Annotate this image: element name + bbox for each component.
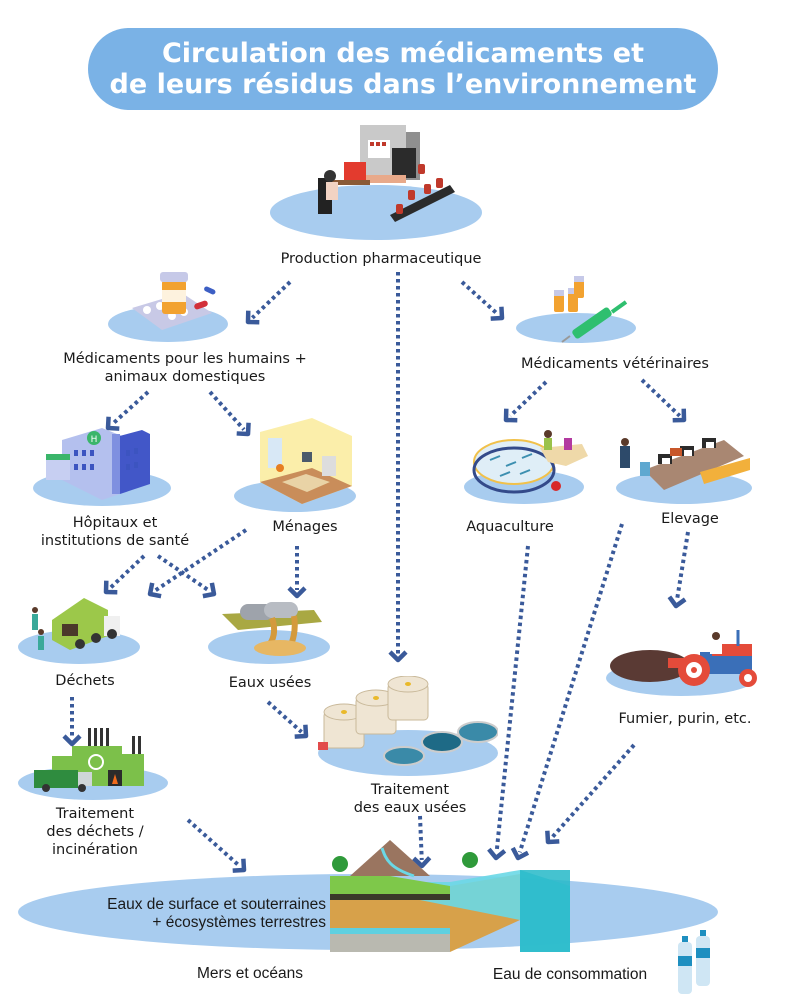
waste-treatment-line-1: Traitement <box>55 806 135 822</box>
arrow-hospitals-to-waste <box>103 554 146 595</box>
svg-text:H: H <box>91 435 98 445</box>
factory-conveyor-icon <box>318 125 455 222</box>
waste-treatment-label: Traitement des déchets / incinération <box>20 805 170 859</box>
arrow-vet-meds-to-aquaculture <box>503 380 548 423</box>
fish-farm-icon <box>472 430 588 494</box>
arrow-production-to-human-meds <box>245 280 292 325</box>
arrow-production-to-wastewater-treatment <box>388 272 408 663</box>
arrow-waste-treatment-to-environment <box>186 818 247 873</box>
arrow-wastewater-to-wastewater-treatment <box>266 700 309 739</box>
arrow-wastewater-treatment-to-environment <box>412 815 432 869</box>
arrow-waste-to-waste-treatment <box>62 697 82 747</box>
drinking-water-label: Eau de consommation <box>492 966 648 983</box>
landscape-block-icon <box>330 840 570 952</box>
title-banner: Circulation des médicaments et de leurs … <box>88 28 718 110</box>
arrow-production-to-vet-meds <box>460 280 505 321</box>
hospitals-line-2: institutions de santé <box>40 533 190 549</box>
hospital-icon: H <box>46 428 150 500</box>
treatment-plant-icon <box>318 676 498 766</box>
syringe-vials-icon <box>554 276 628 343</box>
aquaculture-label: Aquaculture <box>466 519 554 535</box>
title-line-1: Circulation des médicaments et <box>161 38 645 69</box>
garbage-truck-icon <box>32 598 120 650</box>
human-meds-label: Médicaments pour les humains + animaux d… <box>30 350 340 386</box>
waste-treatment-line-3: incinération <box>52 842 138 858</box>
arrow-aquaculture-to-environment <box>487 545 530 861</box>
waste-treatment-line-2: des déchets / <box>46 824 144 840</box>
seas-label: Mers et océans <box>197 965 303 982</box>
cow-barn-icon <box>620 438 750 490</box>
human-meds-line-1: Médicaments pour les humains + <box>63 351 307 367</box>
water-bottles-icon <box>678 930 710 994</box>
arrow-manure-to-environment <box>545 743 636 845</box>
wastewater-treatment-line-2: des eaux usées <box>353 800 467 816</box>
title-line-2: de leurs résidus dans l’environnement <box>109 69 697 100</box>
wastewater-label: Eaux usées <box>228 675 312 691</box>
environment-line-1: Eaux de surface et souterraines <box>107 896 326 913</box>
waste-label: Déchets <box>55 673 115 689</box>
arrow-human-meds-to-hospitals <box>105 390 150 431</box>
sewage-pipe-icon <box>222 602 322 656</box>
hospitals-label: Hôpitaux et institutions de santé <box>30 514 200 550</box>
households-label: Ménages <box>272 519 338 535</box>
human-meds-line-2: animaux domestiques <box>104 369 266 385</box>
pill-bottle-icon <box>132 272 216 330</box>
environment-line-2: + écosystèmes terrestres <box>152 914 326 931</box>
arrow-households-to-waste <box>147 528 248 599</box>
arrow-livestock-to-environment <box>510 523 624 861</box>
wastewater-treatment-label: Traitement des eaux usées <box>330 781 490 817</box>
production-label: Production pharmaceutique <box>280 251 482 267</box>
incinerator-plant-icon <box>34 728 144 792</box>
livestock-label: Elevage <box>661 511 719 527</box>
wastewater-treatment-line-1: Traitement <box>370 782 450 798</box>
arrow-households-to-wastewater <box>287 546 307 599</box>
arrow-vet-meds-to-livestock <box>640 378 687 423</box>
manure-label: Fumier, purin, etc. <box>618 711 752 727</box>
environment-label: Eaux de surface et souterraines + écosys… <box>30 896 326 932</box>
arrow-hospitals-to-wastewater <box>156 554 217 599</box>
vet-meds-label: Médicaments vétérinaires <box>521 356 709 372</box>
arrow-human-meds-to-households <box>208 390 251 437</box>
tractor-manure-icon <box>610 630 757 687</box>
house-room-icon <box>260 418 352 504</box>
hospitals-line-1: Hôpitaux et <box>72 515 158 531</box>
arrow-livestock-to-manure <box>667 531 690 609</box>
